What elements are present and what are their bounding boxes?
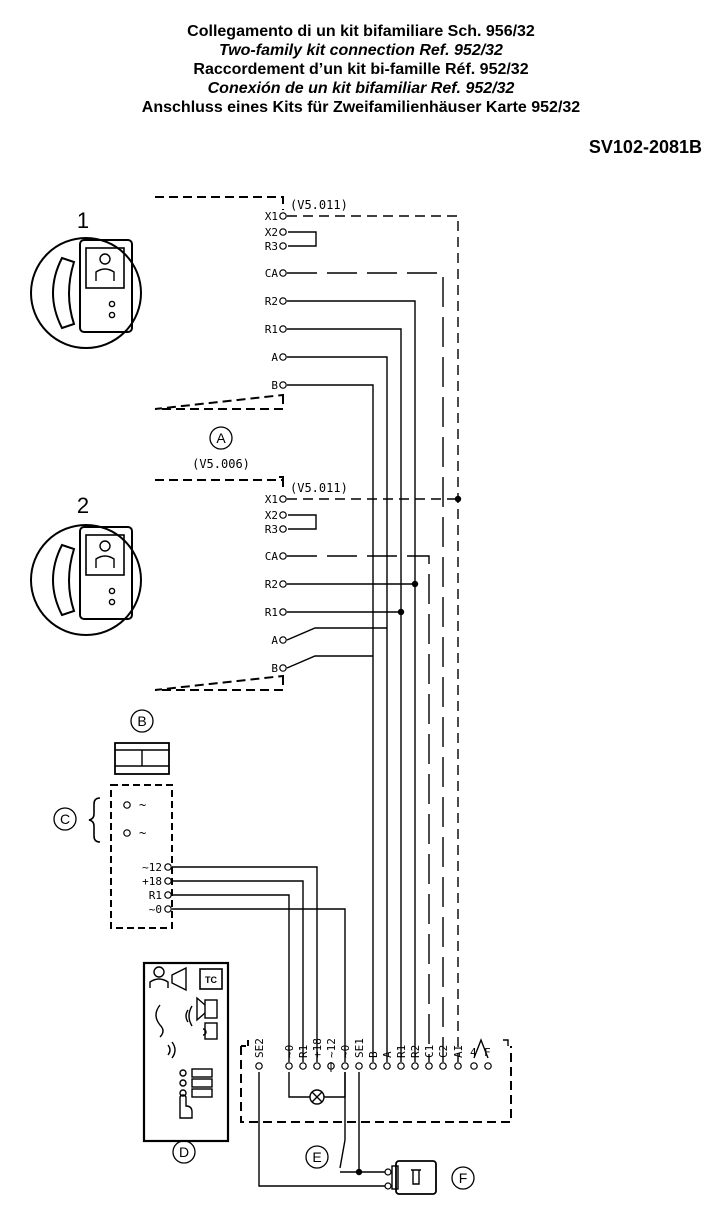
monitor-2-number: 2: [77, 493, 89, 518]
label-e: E: [312, 1149, 321, 1165]
videophone-2-icon: [30, 524, 142, 636]
m2-terminal-x1: X1: [265, 493, 278, 506]
videophone-1-icon: [30, 237, 142, 349]
monitor-1-version: (V5.011): [290, 198, 348, 212]
label-a-version: (V5.006): [192, 457, 250, 471]
psu-terminal-0ac: ~0: [149, 903, 162, 916]
title-block: Collegamento di un kit bifamiliare Sch. …: [0, 22, 722, 117]
door-terminal-12ac: ~12: [325, 1038, 338, 1058]
title-english: Two-family kit connection Ref. 952/32: [219, 42, 503, 59]
m1-terminal-a: A: [271, 351, 278, 364]
m2-terminal-r2: R2: [265, 578, 278, 591]
title-italian: Collegamento di un kit bifamiliare Sch. …: [187, 23, 535, 40]
door-terminal-18dc: +18: [311, 1038, 324, 1058]
document-reference: SV102-2081B: [588, 137, 702, 157]
m1-terminal-x2: X2: [265, 226, 278, 239]
monitor-1-number: 1: [77, 208, 89, 233]
door-terminal-r2: R2: [409, 1045, 422, 1058]
door-terminal-0ac-2: ~0: [339, 1045, 352, 1058]
m1-terminal-b: B: [271, 379, 278, 392]
door-terminal-se1: SE1: [353, 1038, 366, 1058]
door-terminal-r1-bus: R1: [395, 1045, 408, 1058]
m2-terminal-b: B: [271, 662, 278, 675]
label-d: D: [179, 1144, 189, 1160]
m2-terminal-ca: CA: [265, 550, 279, 563]
tc-label: TC: [205, 975, 217, 985]
door-terminal-a: A: [381, 1051, 394, 1058]
label-f: F: [459, 1170, 468, 1186]
door-terminal-se2: SE2: [253, 1038, 266, 1058]
m2-terminal-r1: R1: [265, 606, 278, 619]
title-french: Raccordement d’un kit bi-famille Réf. 95…: [193, 61, 529, 78]
psu-terminal-18dc: +18: [142, 875, 162, 888]
m2-terminal-r3: R3: [265, 523, 278, 536]
monitor-2-version: (V5.011): [290, 481, 348, 495]
label-b: B: [137, 713, 146, 729]
m1-terminal-r2: R2: [265, 295, 278, 308]
door-terminal-c2: C2: [437, 1045, 450, 1058]
m2-terminal-x2: X2: [265, 509, 278, 522]
door-terminal-f: F: [484, 1046, 491, 1059]
psu-terminal-12ac: ~12: [142, 861, 162, 874]
m2-terminal-a: A: [271, 634, 278, 647]
psu-terminal-r1: R1: [149, 889, 162, 902]
door-terminal-b: B: [367, 1051, 380, 1058]
label-a: A: [216, 430, 226, 446]
ac-input-1-symbol: ~: [139, 798, 146, 812]
title-spanish: Conexión de un kit bifamiliar Ref. 952/3…: [207, 80, 515, 97]
door-terminal-c1: C1: [423, 1045, 436, 1058]
door-terminal-4: 4: [470, 1046, 477, 1059]
m1-terminal-x1: X1: [265, 210, 278, 223]
door-terminal-r1: R1: [297, 1045, 310, 1058]
door-terminal-ai: AI: [452, 1045, 465, 1058]
m1-terminal-r3: R3: [265, 240, 278, 253]
label-c: C: [60, 811, 70, 827]
title-german: Anschluss eines Kits für Zweifamilienhäu…: [141, 99, 581, 116]
m1-terminal-r1: R1: [265, 323, 278, 336]
door-terminal-0ac: ~0: [283, 1045, 296, 1058]
ac-input-2-symbol: ~: [139, 826, 146, 840]
m1-terminal-ca: CA: [265, 267, 279, 280]
